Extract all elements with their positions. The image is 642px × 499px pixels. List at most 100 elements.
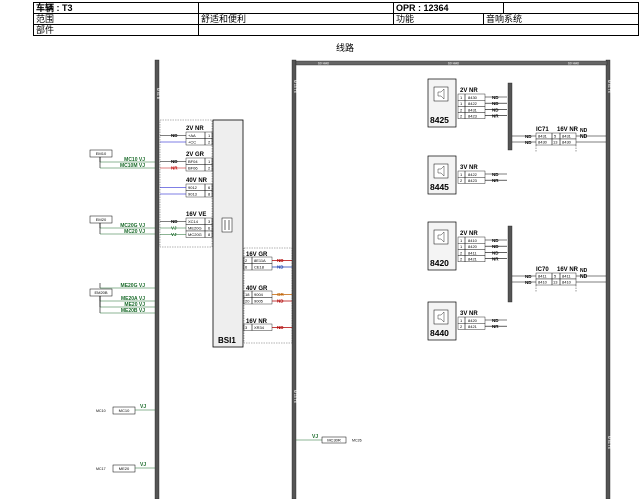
bsi-right-connector-title: 16V NR <box>246 319 268 325</box>
middle-bottom-label: MC26 <box>352 439 362 443</box>
speaker-pin-number: 1 <box>460 95 463 100</box>
ic-connector-type: 16V NR <box>557 267 579 273</box>
bsi-pin-number: 2 <box>208 166 211 171</box>
middle-bottom-pin: MC30R <box>327 438 341 443</box>
splice-bar-bottom <box>507 225 513 303</box>
ic-pin-number: 5 <box>554 274 557 279</box>
bsi-connector-title: 2V GR <box>186 152 205 158</box>
splice-bar-top <box>507 82 513 151</box>
sensor-pin: MC10 <box>119 408 130 413</box>
speaker-pin-number: 1 <box>460 101 463 106</box>
ic-wire-color: ND <box>525 280 532 285</box>
speaker-wire-color: ND <box>492 172 499 177</box>
ic-connector-title: IC70 <box>536 267 549 273</box>
ic-connector-title: IC71 <box>536 127 549 133</box>
speaker-pin-label: 8422 <box>468 172 478 177</box>
speaker-pin-label: 8420 <box>468 318 478 323</box>
ic-pin-label: 8431 <box>562 134 572 139</box>
right-bus-label-bottom: M 61 T6 <box>607 436 611 449</box>
speaker-pin-number: 2 <box>460 114 463 119</box>
sensor-pin: ME20 <box>119 466 130 471</box>
ground-component-box <box>89 288 113 297</box>
bsi-pin-label: MC20G <box>188 232 202 237</box>
middle-bus-label-bottom: M 15 T6 <box>293 390 297 403</box>
speaker-icon <box>437 165 445 177</box>
ic-pin-label: 8430 <box>538 140 548 145</box>
bsi-right-pin-label: CE18 <box>254 265 265 270</box>
bsi-pin-label: ME20G <box>188 226 202 231</box>
speaker-id: 8445 <box>430 182 449 192</box>
ic-pin-label: 8411 <box>562 274 571 279</box>
speaker-pin-label: 8420 <box>468 244 478 249</box>
ground-component-box <box>89 149 113 158</box>
sensor-box <box>112 464 136 473</box>
middle-bottom-box <box>321 436 347 444</box>
bsi-pin-label: BF04 <box>188 159 198 164</box>
ic-wire-color: ND <box>525 140 532 145</box>
speaker-wire-color: ND <box>492 244 499 249</box>
middle-bus-bar <box>291 59 297 499</box>
ground-wire-label: ME20A VJ <box>121 296 145 302</box>
bsi-pin-number: 8 <box>208 232 211 237</box>
ground-wire-label: ME20G VJ <box>121 283 146 289</box>
speaker-id: 8440 <box>430 328 449 338</box>
bsi-symbol <box>221 217 233 233</box>
ic-connector-type: 16V NR <box>557 127 579 133</box>
speaker-pin-label: 8421 <box>468 324 478 329</box>
bsi-right-pin-label: 9004 <box>254 292 264 297</box>
speaker-icon <box>437 88 445 100</box>
speaker-pin-number: 1 <box>460 238 463 243</box>
ground-component-name: EM10 <box>96 151 107 156</box>
ground-wire-label: ME20B VJ <box>121 308 145 314</box>
top-bus-label-2: 60 HA0 <box>448 61 459 65</box>
bsi-right-connector-title: 40V GR <box>246 286 268 292</box>
speaker-wire-color: ND <box>492 238 499 243</box>
bsi-pin-label: 9013 <box>188 192 198 197</box>
bsi-right-pin-number: 6 <box>245 265 248 270</box>
ground-wire-label: MC20G VJ <box>120 223 145 229</box>
speaker-wire-color: NR <box>492 178 499 183</box>
speaker-icon <box>437 231 445 243</box>
ic-pin-number: 5 <box>554 134 557 139</box>
ground-component-name: EM20 <box>96 217 107 222</box>
speaker-wire-color: ND <box>492 101 499 106</box>
middle-bus-label-top: M 15 T6 <box>293 80 297 93</box>
ground-wire-label: MC20 VJ <box>124 229 145 235</box>
speaker-connector-title: 2V NR <box>460 88 478 94</box>
top-bus-bar <box>295 60 608 66</box>
bsi-pin-number: 2 <box>208 140 211 145</box>
ground-wire-label: MC10 VJ <box>124 157 145 163</box>
bsi-pin-label: BF06 <box>188 166 198 171</box>
ic-pin-label: 8411 <box>538 274 547 279</box>
ground-wire-label: ME20 VJ <box>124 302 145 308</box>
ic-right-wire-color: ND <box>580 134 588 140</box>
speaker-pin-number: 1 <box>460 172 463 177</box>
speaker-id: 8420 <box>430 258 449 268</box>
ground-component-box <box>89 215 113 224</box>
bsi-pin-number: 6 <box>208 185 211 190</box>
bsi-pin-number: 6 <box>208 226 211 231</box>
speaker-pin-label: 8411 <box>468 250 477 255</box>
speaker-connector-title: 3V NR <box>460 311 478 317</box>
sensor-label: MC10 <box>96 409 106 413</box>
ic-pin-number: 13 <box>553 280 558 285</box>
sensor-label: MC17 <box>96 467 106 471</box>
bsi-connector-title: 40V NR <box>186 178 208 184</box>
speaker-wire-color: NR <box>492 257 499 262</box>
ic-right-wire-color: ND <box>580 128 588 134</box>
speaker-connector-title: 3V NR <box>460 165 478 171</box>
bsi-right-pin-label: 8E11A <box>254 258 266 263</box>
bsi-pin-number: 8 <box>208 192 211 197</box>
ic-pin-label: 8410 <box>562 280 572 285</box>
top-bus-label-3: 60 HA0 <box>568 61 579 65</box>
bsi-right-pin-label: 9005 <box>254 299 264 304</box>
bsi-connector-title: 2V NR <box>186 126 204 132</box>
bsi-name: BSI1 <box>218 336 236 345</box>
bsi-right-pin-number: 18 <box>245 292 250 297</box>
ic-wire-color: ND <box>525 274 532 279</box>
ic-wire-color: ND <box>525 134 532 139</box>
sensor-wire-color: VJ <box>140 404 146 410</box>
speaker-pin-number: 2 <box>460 107 463 112</box>
speaker-pin-label: 8422 <box>468 101 478 106</box>
